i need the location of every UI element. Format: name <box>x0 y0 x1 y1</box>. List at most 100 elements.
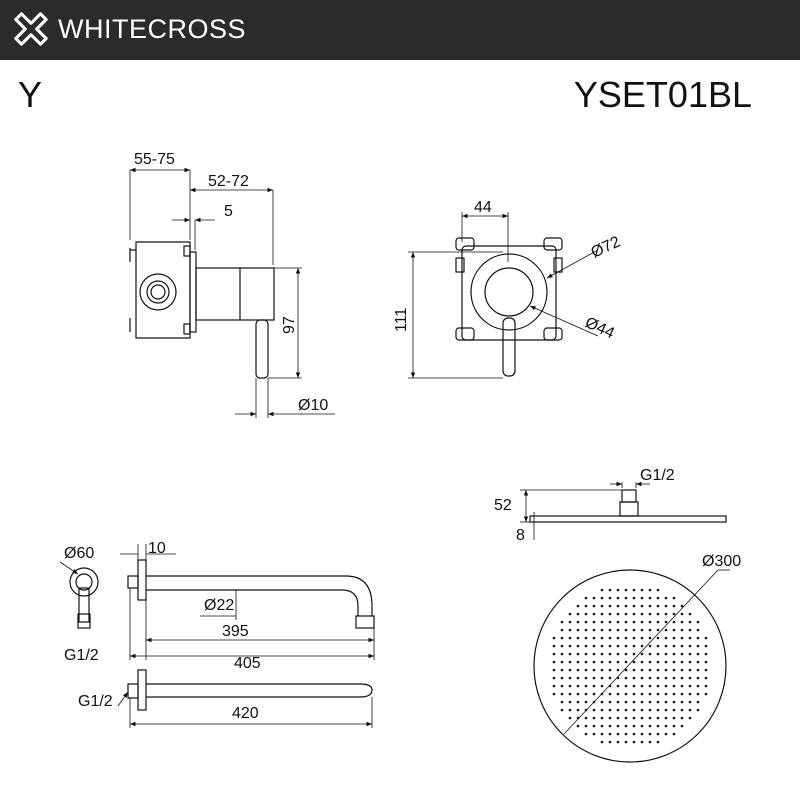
nozzle-dot <box>584 620 588 624</box>
nozzle-dot <box>632 740 636 744</box>
nozzle-dot <box>624 596 628 600</box>
nozzle-dot <box>576 700 580 704</box>
nozzle-dot <box>680 676 684 680</box>
nozzle-dot <box>616 612 620 616</box>
nozzle-dot <box>592 620 596 624</box>
nozzle-dot <box>568 660 572 664</box>
nozzle-dot <box>616 668 620 672</box>
nozzle-dot <box>624 636 628 640</box>
nozzle-dot <box>576 620 580 624</box>
nozzle-dot <box>600 628 604 632</box>
nozzle-dot <box>640 596 644 600</box>
nozzle-dot <box>656 708 660 712</box>
nozzle-dot <box>584 612 588 616</box>
nozzle-dot <box>552 660 556 664</box>
nozzle-dot <box>552 644 556 648</box>
dim-arm-thread-top: G1/2 <box>64 647 99 664</box>
dim-arm-length-405: 405 <box>234 655 261 672</box>
nozzle-dot <box>600 700 604 704</box>
dim-head-height: 52 <box>494 497 512 514</box>
cross-x-icon <box>14 12 48 46</box>
nozzle-dot <box>688 700 692 704</box>
dim-head-diameter: Ø300 <box>702 553 741 570</box>
nozzle-dot <box>600 708 604 712</box>
nozzle-dot <box>600 660 604 664</box>
nozzle-dot <box>648 716 652 720</box>
nozzle-dot <box>632 676 636 680</box>
nozzle-dot <box>640 692 644 696</box>
nozzle-dot <box>600 740 604 744</box>
nozzle-dot <box>608 668 612 672</box>
shower-nozzles <box>552 588 708 744</box>
nozzle-dot <box>560 668 564 672</box>
nozzle-dot <box>552 684 556 688</box>
nozzle-dot <box>624 732 628 736</box>
nozzle-dot <box>656 620 660 624</box>
nozzle-dot <box>600 716 604 720</box>
brand-name: WHITECROSS <box>58 14 247 44</box>
nozzle-dot <box>648 692 652 696</box>
nozzle-dot <box>616 628 620 632</box>
nozzle-dot <box>560 660 564 664</box>
nozzle-dot <box>640 740 644 744</box>
nozzle-dot <box>584 668 588 672</box>
series-letter: Y <box>18 74 43 115</box>
nozzle-dot <box>672 596 676 600</box>
nozzle-dot <box>672 660 676 664</box>
nozzle-dot <box>648 660 652 664</box>
nozzle-dot <box>656 684 660 688</box>
nozzle-dot <box>616 588 620 592</box>
nozzle-dot <box>640 700 644 704</box>
nozzle-dot <box>664 716 668 720</box>
nozzle-dot <box>696 644 700 648</box>
nozzle-dot <box>600 732 604 736</box>
nozzle-dot <box>672 716 676 720</box>
nozzle-dot <box>656 668 660 672</box>
nozzle-dot <box>640 636 644 640</box>
nozzle-dot <box>592 644 596 648</box>
nozzle-dot <box>696 692 700 696</box>
nozzle-dot <box>560 636 564 640</box>
nozzle-dot <box>584 676 588 680</box>
dim-arm-length-395: 395 <box>222 623 249 640</box>
nozzle-dot <box>672 724 676 728</box>
dim-mixer-depth: 55-75 <box>134 151 175 168</box>
nozzle-dot <box>624 740 628 744</box>
nozzle-dot <box>640 732 644 736</box>
nozzle-dot <box>680 684 684 688</box>
nozzle-dot <box>608 604 612 608</box>
nozzle-dot <box>648 732 652 736</box>
nozzle-dot <box>600 596 604 600</box>
dim-knob-diameter: Ø44 <box>582 314 617 342</box>
nozzle-dot <box>680 628 684 632</box>
dim-arm-thread-bottom: G1/2 <box>78 693 113 710</box>
nozzle-dot <box>680 652 684 656</box>
nozzle-dot <box>608 700 612 704</box>
nozzle-dot <box>624 668 628 672</box>
nozzle-dot <box>688 692 692 696</box>
nozzle-dot <box>696 700 700 704</box>
nozzle-dot <box>648 596 652 600</box>
nozzle-dot <box>704 668 708 672</box>
nozzle-dot <box>592 660 596 664</box>
nozzle-dot <box>656 588 660 592</box>
dim-plate-diameter: Ø72 <box>589 233 624 261</box>
nozzle-dot <box>600 692 604 696</box>
nozzle-dot <box>664 612 668 616</box>
nozzle-dot <box>624 660 628 664</box>
nozzle-dot <box>632 636 636 640</box>
nozzle-dot <box>632 700 636 704</box>
nozzle-dot <box>640 604 644 608</box>
shower-head-top-view <box>533 569 730 763</box>
nozzle-dot <box>632 716 636 720</box>
nozzle-dot <box>624 652 628 656</box>
nozzle-dot <box>560 644 564 648</box>
nozzle-dot <box>696 660 700 664</box>
nozzle-dot <box>584 708 588 712</box>
nozzle-dot <box>584 716 588 720</box>
nozzle-dot <box>632 724 636 728</box>
product-code: YSET01BL <box>573 74 752 115</box>
nozzle-dot <box>672 636 676 640</box>
nozzle-dot <box>704 660 708 664</box>
nozzle-dot <box>664 660 668 664</box>
